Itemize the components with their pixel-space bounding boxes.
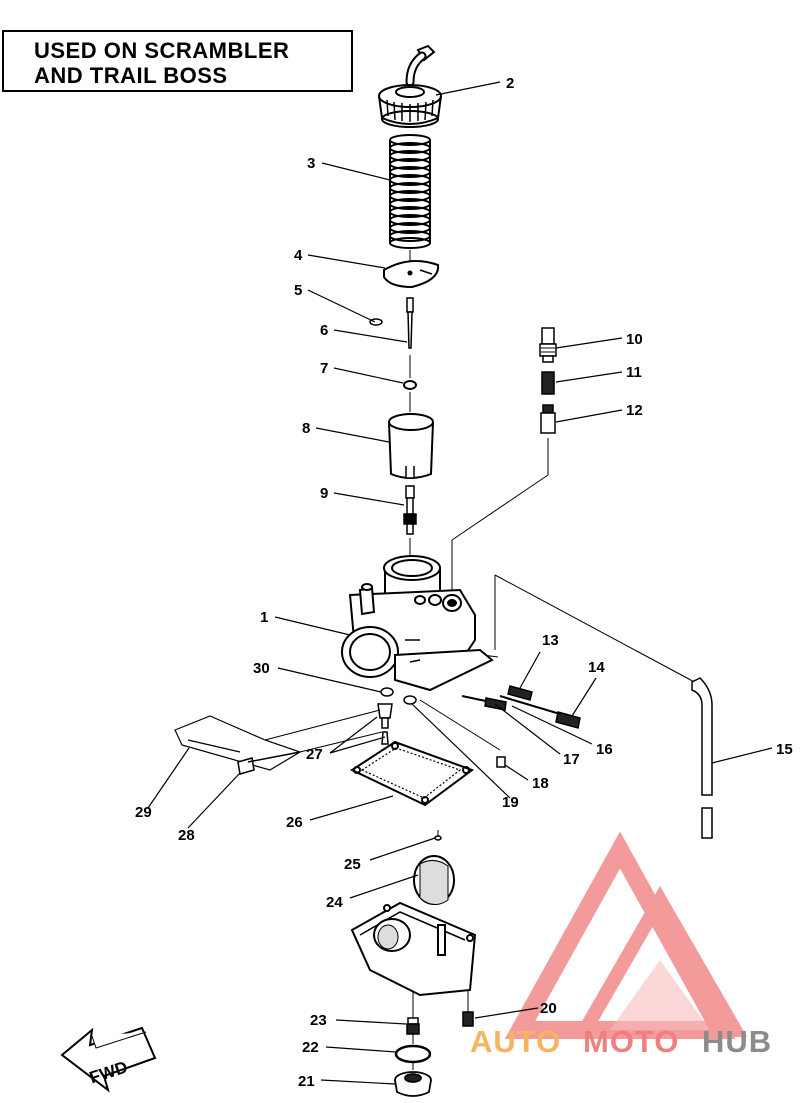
part-19-washer — [403, 695, 417, 705]
callout-labels: 1 2 3 4 5 6 7 8 9 10 11 12 13 14 15 16 1… — [135, 75, 793, 1090]
part-12-plunger — [540, 404, 556, 434]
callout-17: 17 — [563, 751, 580, 768]
callout-24: 24 — [326, 894, 343, 911]
part-27-jets — [377, 703, 393, 745]
part-4-plate — [383, 260, 440, 289]
part-30-washer — [380, 687, 394, 697]
part-26-gasket — [349, 740, 475, 807]
callout-7: 7 — [320, 360, 328, 377]
callout-2: 2 — [506, 75, 514, 92]
callout-3: 3 — [307, 155, 315, 172]
callout-1: 1 — [260, 609, 268, 626]
part-18-screw — [496, 756, 506, 768]
callout-27: 27 — [306, 746, 323, 763]
part-2-carb-cap — [378, 44, 442, 128]
part-25-float-pin — [434, 835, 442, 841]
callout-11: 11 — [626, 364, 642, 381]
part-11-spring — [541, 371, 555, 395]
callout-23: 23 — [310, 1012, 327, 1029]
watermark-part-moto: MOTO — [583, 1024, 679, 1059]
callout-20: 20 — [540, 1000, 557, 1017]
callout-5: 5 — [294, 282, 302, 299]
part-21-bowl-plug — [394, 1071, 432, 1097]
callout-29: 29 — [135, 804, 152, 821]
part-13-spring — [507, 685, 533, 701]
watermark-text: AUTO MOTO HUB — [470, 1024, 772, 1059]
callout-16: 16 — [596, 741, 613, 758]
callout-12: 12 — [626, 402, 643, 419]
callout-25: 25 — [344, 856, 361, 873]
callout-19: 19 — [502, 794, 519, 811]
plate-connector-lines — [264, 709, 383, 753]
part-8-throttle-valve — [388, 413, 434, 479]
part-3-spring — [389, 134, 431, 249]
float-bowl — [350, 901, 477, 997]
part-20-screw — [462, 1011, 474, 1027]
part-22-o-ring — [394, 1044, 432, 1064]
part-5-clip — [369, 318, 383, 326]
callout-15: 15 — [776, 741, 793, 758]
part-7-washer — [403, 380, 417, 390]
watermark-part-auto: AUTO — [470, 1024, 561, 1059]
callout-14: 14 — [588, 659, 605, 676]
part-28-clip — [237, 751, 301, 775]
callout-6: 6 — [320, 322, 328, 339]
part-24-float — [413, 855, 455, 905]
part-6-jet-needle — [406, 297, 414, 349]
callout-22: 22 — [302, 1039, 319, 1056]
callout-leader-lines — [147, 81, 773, 1085]
part-10-adjuster — [539, 327, 557, 363]
watermark-part-hub: HUB — [702, 1024, 772, 1059]
watermark-logo — [504, 831, 748, 1039]
callout-28: 28 — [178, 827, 195, 844]
part-9-needle-jet — [403, 485, 417, 535]
callout-26: 26 — [286, 814, 303, 831]
title-box: USED ON SCRAMBLER AND TRAIL BOSS — [2, 30, 353, 92]
callout-13: 13 — [542, 632, 559, 649]
part-14-screw — [499, 695, 581, 729]
title-line-1: USED ON SCRAMBLER — [34, 38, 290, 63]
callout-30: 30 — [253, 660, 270, 677]
callout-10: 10 — [626, 331, 643, 348]
callout-18: 18 — [532, 775, 549, 792]
part-15-vent-tube — [691, 677, 713, 839]
fwd-direction-arrow — [60, 1026, 157, 1093]
callout-4: 4 — [294, 247, 303, 264]
part-23-drain-plug — [406, 1017, 420, 1035]
callout-9: 9 — [320, 485, 328, 502]
callout-8: 8 — [302, 420, 310, 437]
title-line-2: AND TRAIL BOSS — [34, 63, 228, 88]
part-1-carburetor-body — [341, 555, 494, 692]
callout-21: 21 — [298, 1073, 315, 1090]
